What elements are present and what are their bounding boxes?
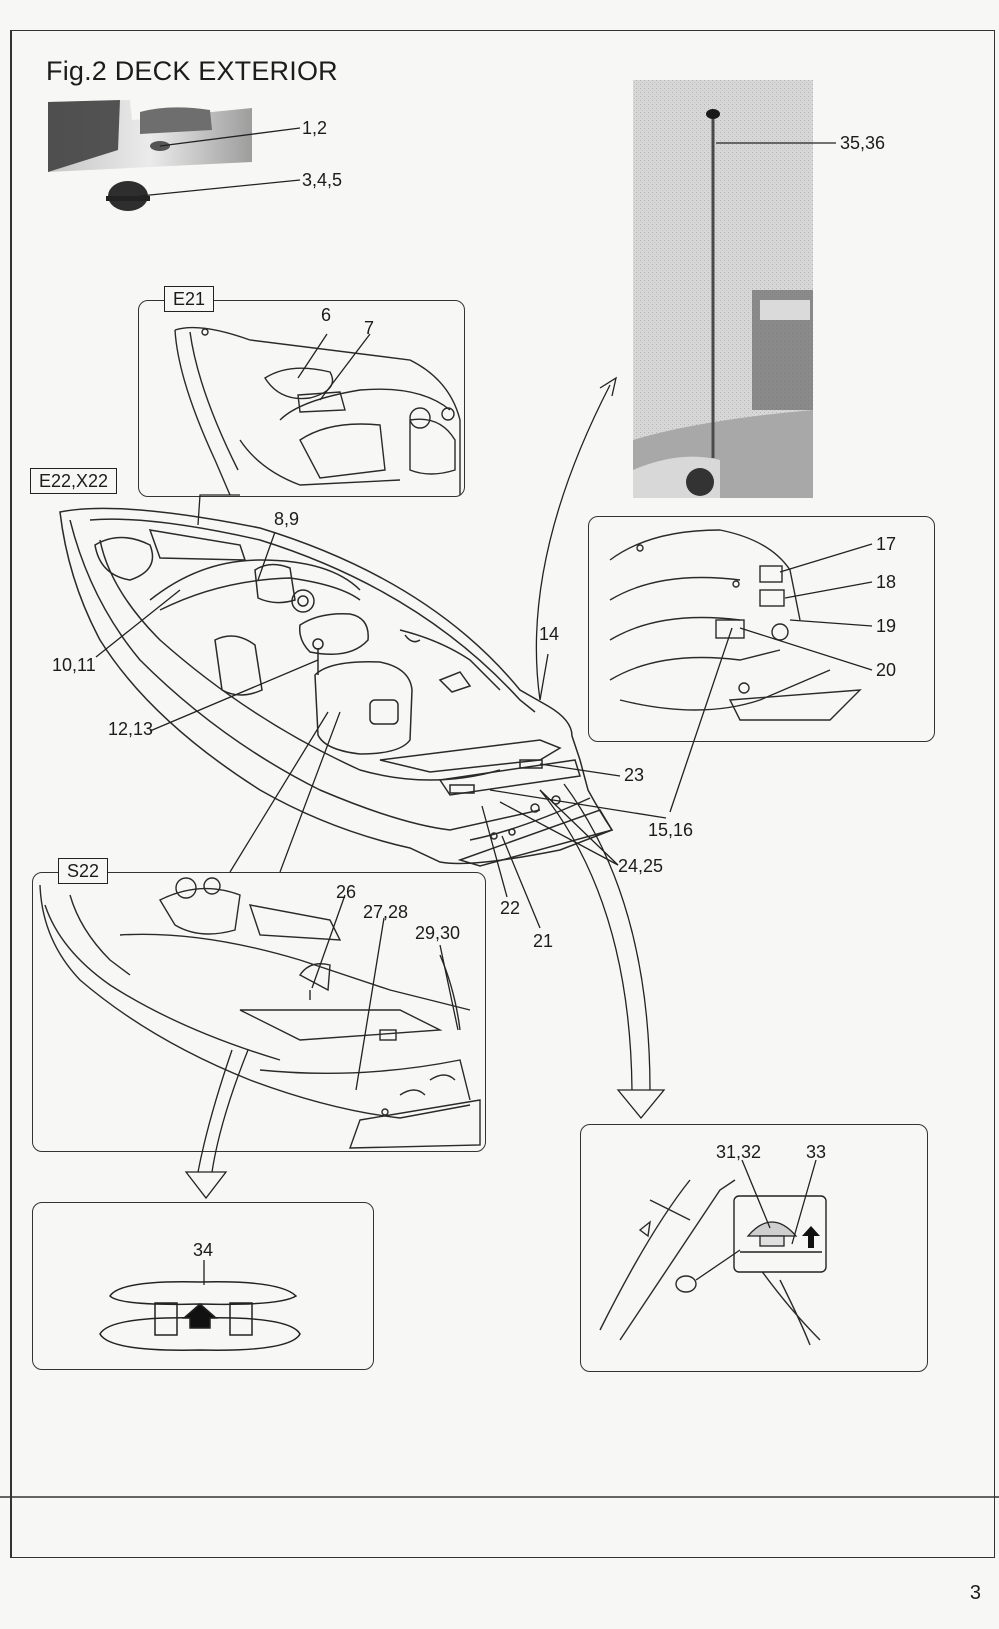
tag-e22-x22: E22,X22 [30, 468, 118, 494]
callout-31-32: 31,32 [716, 1142, 762, 1162]
main-boat-drawing [59, 507, 614, 867]
callout-24-25: 24,25 [618, 856, 664, 876]
pole-light-photo [633, 80, 813, 498]
callout-22: 22 [500, 898, 521, 918]
panel-stern-detail [588, 516, 935, 742]
navigation-light-photo [48, 100, 252, 211]
callout-6: 6 [321, 305, 332, 325]
callout-23: 23 [624, 765, 645, 785]
callout-7: 7 [364, 318, 375, 338]
callout-3-4-5: 3,4,5 [302, 170, 343, 190]
cleat-drawing [99, 1281, 301, 1351]
callout-12-13: 12,13 [108, 719, 154, 739]
callout-35-36: 35,36 [840, 133, 886, 153]
panel-s22 [32, 872, 486, 1152]
figure-title: Fig.2 DECK EXTERIOR [46, 56, 338, 86]
e21-bow-drawing [174, 326, 461, 496]
callout-33: 33 [806, 1142, 827, 1162]
callout-19: 19 [876, 616, 897, 636]
pop-up-cleat-drawing [599, 1179, 821, 1346]
callout-27-28: 27,28 [363, 902, 409, 922]
s22-stern-drawing [39, 877, 481, 1149]
tag-e21: E21 [164, 286, 215, 312]
callout-10-11: 10,11 [52, 655, 96, 675]
callout-34: 34 [193, 1240, 214, 1260]
leader-3-4-5 [139, 179, 301, 197]
callout-15-16: 15,16 [648, 820, 694, 840]
panel-pop-up-cleat [580, 1124, 928, 1372]
callout-29-30: 29,30 [415, 923, 461, 943]
panel-cleat [32, 1202, 374, 1370]
page-frame [10, 30, 995, 1558]
pop-up-cleat-inset [733, 1195, 827, 1273]
leader-1-2 [159, 127, 301, 147]
callout-17: 17 [876, 534, 897, 554]
callout-1-2: 1,2 [302, 118, 328, 138]
page-number: 3 [969, 1582, 981, 1604]
tag-s22: S22 [58, 858, 109, 884]
callout-8-9: 8,9 [274, 509, 300, 529]
frame-left-border [10, 30, 12, 1558]
callout-26: 26 [336, 882, 357, 902]
callout-21: 21 [533, 931, 554, 951]
stern-detail-drawing [609, 529, 862, 721]
callout-14: 14 [539, 624, 560, 644]
callout-20: 20 [876, 660, 897, 680]
callout-18: 18 [876, 572, 897, 592]
panel-e21 [138, 300, 465, 497]
